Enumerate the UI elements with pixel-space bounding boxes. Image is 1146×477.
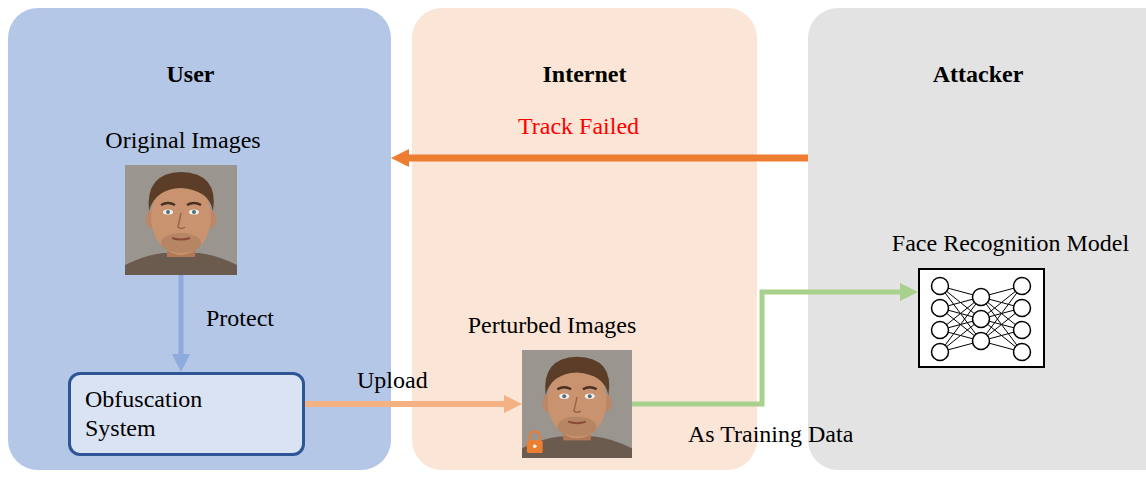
lock-shackle [530, 431, 540, 440]
panel-background [412, 8, 757, 470]
neuron [1014, 300, 1031, 317]
obfuscation-box: Obfuscation System [68, 372, 305, 456]
neuron [932, 322, 949, 339]
neuron [973, 289, 990, 306]
eye [559, 394, 569, 399]
iris [166, 210, 170, 214]
neural-network-icon [918, 268, 1045, 368]
stubble [161, 233, 201, 253]
neuron [973, 311, 990, 328]
neuron [932, 344, 949, 361]
eyebrow [583, 387, 597, 389]
edge-label: Upload [357, 366, 428, 395]
neuron [932, 300, 949, 317]
iris [588, 394, 592, 398]
eye [163, 209, 173, 214]
face-photo [125, 165, 237, 275]
nose [574, 397, 581, 412]
internet-panel: InternetPerturbed Images [412, 8, 757, 470]
original-image: Original Images [125, 165, 237, 275]
iris [192, 210, 196, 214]
neuron [1014, 278, 1031, 295]
box-label: Obfuscation System [85, 385, 235, 443]
eyebrow [161, 203, 175, 205]
hair [149, 172, 214, 211]
edge-label: Protect [206, 304, 274, 333]
image-caption: Original Images [105, 126, 260, 155]
iris [562, 394, 566, 398]
edge-label: Track Failed [518, 112, 639, 141]
eye [585, 394, 595, 399]
photo-background [125, 165, 237, 275]
eye [189, 209, 199, 214]
user-panel: UserOriginal ImagesObfuscation System [8, 8, 391, 470]
stubble [557, 417, 596, 437]
neuron [1014, 344, 1031, 361]
panel-title: User [0, 60, 382, 89]
hair [545, 357, 609, 395]
lock-keyhole [533, 444, 537, 448]
image-caption: Perturbed Images [468, 311, 637, 340]
panel-title: Attacker [793, 60, 1146, 89]
attacker-panel: AttackerFace Recognition Model [808, 8, 1146, 470]
model-icon: Face Recognition Model [918, 268, 1045, 368]
icon-frame [919, 269, 1044, 367]
nose [178, 213, 185, 229]
edge-label: As Training Data [688, 420, 853, 449]
photo-background [522, 350, 632, 458]
face-photo [522, 350, 632, 458]
eyebrow [557, 387, 571, 389]
image-caption: Face Recognition Model [892, 229, 1129, 258]
lock-body [527, 440, 543, 453]
mouth [172, 238, 190, 240]
neuron [973, 333, 990, 350]
neuron [1014, 322, 1031, 339]
perturbed-image: Perturbed Images [522, 350, 632, 458]
connector-arrow [632, 292, 900, 404]
eyebrow [187, 203, 201, 205]
connector-arrow [409, 155, 808, 162]
connector-arrow [179, 275, 184, 354]
panel-title: Internet [412, 60, 757, 89]
connector-arrow [305, 401, 504, 407]
mouth [568, 422, 586, 423]
neuron [932, 278, 949, 295]
